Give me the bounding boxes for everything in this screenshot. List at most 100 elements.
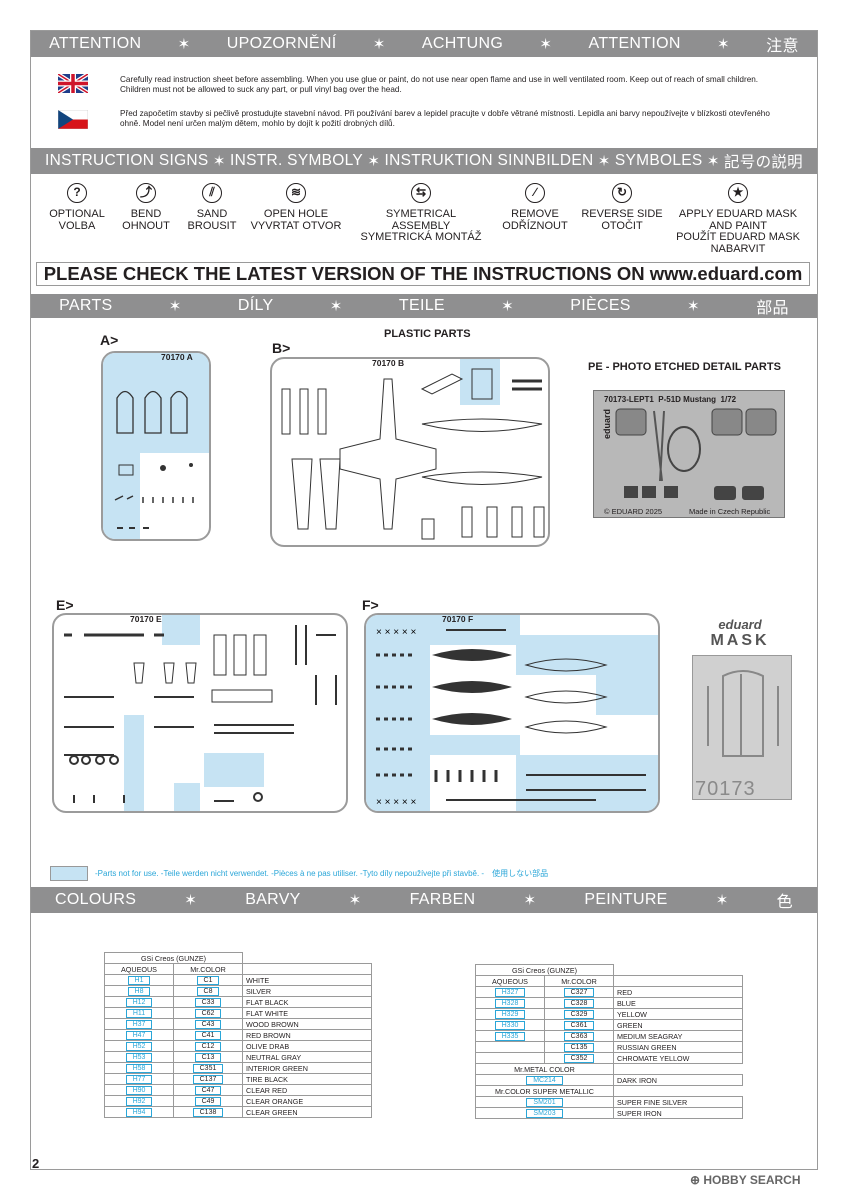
- colour-name: MEDIUM SEAGRAY: [613, 1030, 743, 1042]
- pe-made-in: Made in Czech Republic: [689, 507, 771, 516]
- colours-fr: PEINTURE: [584, 891, 668, 908]
- aqueous-code: H12: [125, 998, 153, 1007]
- unused-parts-swatch: [50, 866, 88, 881]
- colour-row: H94 C138 CLEAR GREEN: [104, 1106, 372, 1118]
- sprue-b-parts: [281, 368, 545, 540]
- sign-label: VYVRTAT OTVOR: [250, 219, 342, 232]
- mrcolor-cell: C327: [544, 986, 614, 998]
- mrcolor-code: C329: [563, 1010, 595, 1019]
- aqueous-code: H47: [125, 1031, 153, 1040]
- sign-symmetrical: ⇆ SYMETRICAL ASSEMBLY SYMETRICKÁ MONTÁŽ: [357, 183, 485, 244]
- colour-name: SUPER FINE SILVER: [613, 1096, 743, 1108]
- aqueous-code: H335: [494, 1032, 526, 1041]
- aqueous-code: SM201: [526, 1098, 563, 1107]
- section-header: Mr.METAL COLOR: [475, 1063, 614, 1075]
- unused-area: [460, 359, 500, 405]
- parts-bar: PARTS ✶ DÍLY ✶ TEILE ✶ PIÈCES ✶ 部品: [31, 294, 817, 318]
- colour-name: CLEAR GREEN: [242, 1106, 372, 1118]
- mrcolor-code: C49: [194, 1097, 222, 1106]
- colour-code-cell: SM203: [475, 1107, 614, 1119]
- aqueous-code: H58: [125, 1064, 153, 1073]
- colour-code-cell: [475, 1052, 545, 1064]
- section-header-row: Mr.COLOR SUPER METALLIC: [475, 1085, 743, 1097]
- attention-de: ACHTUNG: [421, 35, 504, 52]
- mrcolor-cell: C8: [173, 985, 243, 997]
- mrcolor-code: C135: [563, 1043, 595, 1052]
- uk-flag-icon: [58, 74, 88, 93]
- sign-label: BROUSIT: [187, 219, 237, 232]
- aqueous-code: H1: [127, 976, 151, 985]
- sign-label: NABARVIT: [710, 242, 766, 255]
- mrcolor-code: C13: [194, 1053, 222, 1062]
- colours-de: FARBEN: [409, 891, 476, 908]
- pe-parts: [615, 408, 777, 500]
- sign-label: OPEN HOLE: [263, 208, 329, 220]
- colour-name: WHITE: [242, 974, 372, 986]
- colour-code-cell: MC214: [475, 1074, 614, 1086]
- star-icon: ✶: [523, 892, 537, 909]
- colour-name: NEUTRAL GRAY: [242, 1051, 372, 1063]
- aqueous-code: SM203: [526, 1109, 563, 1118]
- mask-sheet: 70173: [692, 655, 792, 800]
- unused-area: [430, 735, 520, 755]
- sign-label: VOLBA: [58, 219, 96, 232]
- warning-cz: Před započetím stavby si pečlivě prostud…: [120, 109, 770, 128]
- mask-brand: eduard: [718, 617, 762, 632]
- mrcolor-cell: C361: [544, 1019, 614, 1031]
- mrcolor-code: C47: [194, 1086, 222, 1095]
- mrcolor-code: C138: [192, 1108, 224, 1117]
- page-frame: [30, 30, 818, 1170]
- colour-name: DARK IRON: [613, 1074, 743, 1086]
- star-icon: ✶: [706, 153, 720, 170]
- pe-fret: 70173-LEPT1 P-51D Mustang 1/72 eduard © …: [593, 390, 785, 518]
- signs-en: INSTRUCTION SIGNS: [45, 152, 209, 169]
- aqueous-code: H327: [494, 988, 526, 997]
- unused-area: [140, 353, 209, 453]
- instruction-signs: ? OPTIONAL VOLBA ⤴ BEND OHNOUT ⫽ SAND BR…: [31, 183, 817, 263]
- colour-code-cell: SM201: [475, 1096, 614, 1108]
- bend-icon: ⤴: [136, 183, 156, 203]
- mrcolor-cell: C62: [173, 1007, 243, 1019]
- colour-code-cell: H94: [104, 1106, 174, 1118]
- col-mrcolor: Mr.COLOR: [544, 975, 614, 987]
- colour-code-cell: H329: [475, 1008, 545, 1020]
- section-header-row: Mr.METAL COLOR: [475, 1063, 743, 1075]
- parts-en: PARTS: [59, 297, 113, 314]
- colour-name: OLIVE DRAB: [242, 1040, 372, 1052]
- aqueous-code: H11: [125, 1009, 153, 1018]
- star-icon: ✶: [372, 36, 386, 53]
- colour-name: RED: [613, 986, 743, 998]
- sign-label: OTOČIT: [601, 219, 643, 232]
- plastic-parts-title: PLASTIC PARTS: [384, 328, 471, 340]
- pe-title: PE - PHOTO ETCHED DETAIL PARTS: [588, 361, 781, 373]
- colours-en: COLOURS: [55, 891, 137, 908]
- sand-icon: ⫽: [202, 183, 222, 203]
- cz-flag-icon: [58, 110, 88, 129]
- mrcolor-code: C351: [192, 1064, 224, 1073]
- colour-code-cell: H327: [475, 986, 545, 998]
- sprue-a-label: A>: [100, 332, 119, 348]
- star-icon: ✶: [501, 298, 515, 315]
- colour-code-cell: H47: [104, 1029, 174, 1041]
- gsi-header: GSi Creos (GUNZE): [104, 952, 243, 964]
- colour-code-cell: H328: [475, 997, 545, 1009]
- star-icon: ✶: [687, 298, 700, 315]
- sign-remove: ∕ REMOVE ODŘÍZNOUT: [499, 183, 571, 232]
- attention-cz: UPOZORNĚNÍ: [226, 35, 337, 52]
- section-header: Mr.COLOR SUPER METALLIC: [475, 1085, 614, 1097]
- star-icon: ✶: [715, 892, 729, 909]
- col-aqueous: AQUEOUS: [104, 963, 174, 975]
- mrcolor-cell: C33: [173, 996, 243, 1008]
- attention-fr: ATTENTION: [588, 35, 681, 52]
- reverse-icon: ↻: [612, 183, 632, 203]
- star-icon: ✶: [367, 153, 381, 170]
